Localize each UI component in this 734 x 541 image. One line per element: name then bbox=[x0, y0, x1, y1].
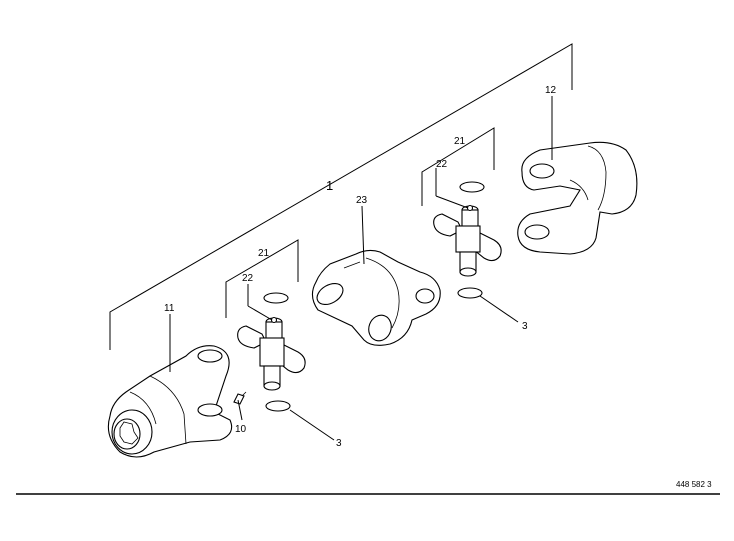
callout-cross-kit-upper: 21 bbox=[454, 136, 466, 147]
callout-yoke-left: 11 bbox=[164, 303, 175, 314]
assembly-bracket bbox=[109, 43, 573, 350]
grease-nipple-part bbox=[233, 391, 247, 405]
callout-guard-yoke: 12 bbox=[545, 85, 557, 96]
callout-ring-lower: 3 bbox=[336, 438, 342, 449]
callout-cross-kit-lower: 21 bbox=[258, 248, 270, 259]
bracket-cross-kit-upper bbox=[421, 127, 495, 206]
guard-yoke-part bbox=[517, 141, 638, 255]
callout-ring-upper: 3 bbox=[522, 321, 528, 332]
figure-reference: 448 582 3 bbox=[676, 480, 712, 489]
leader-lines bbox=[169, 96, 553, 441]
cross-spider-lower bbox=[237, 292, 306, 412]
callout-bearing-lower: 22 bbox=[242, 273, 254, 284]
callout-bearing-upper: 22 bbox=[436, 159, 448, 170]
bracket-cross-kit-lower bbox=[225, 239, 299, 318]
callout-center-yoke: 23 bbox=[356, 195, 368, 206]
yoke-left-part bbox=[107, 345, 233, 458]
callout-grease-nipple: 10 bbox=[235, 424, 247, 435]
callout-assembly: 1 bbox=[326, 178, 333, 193]
center-yoke-part bbox=[311, 249, 441, 346]
cross-spider-upper bbox=[433, 181, 502, 299]
